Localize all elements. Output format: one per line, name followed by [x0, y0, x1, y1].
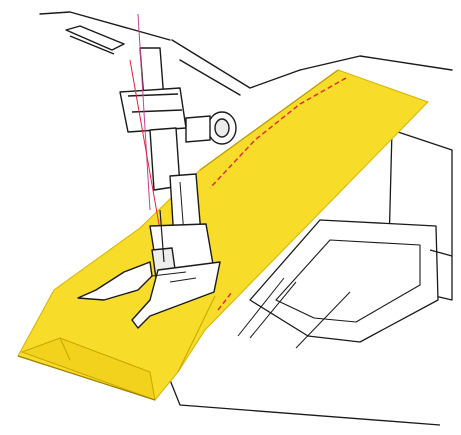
fabric-strip — [17, 69, 429, 401]
thumb-screw — [185, 111, 237, 145]
presser-foot — [77, 173, 221, 329]
sewing-machine-arm — [39, 11, 453, 96]
needle-plate — [169, 129, 453, 426]
needle-bar — [65, 25, 187, 191]
stitch-line — [209, 77, 347, 311]
